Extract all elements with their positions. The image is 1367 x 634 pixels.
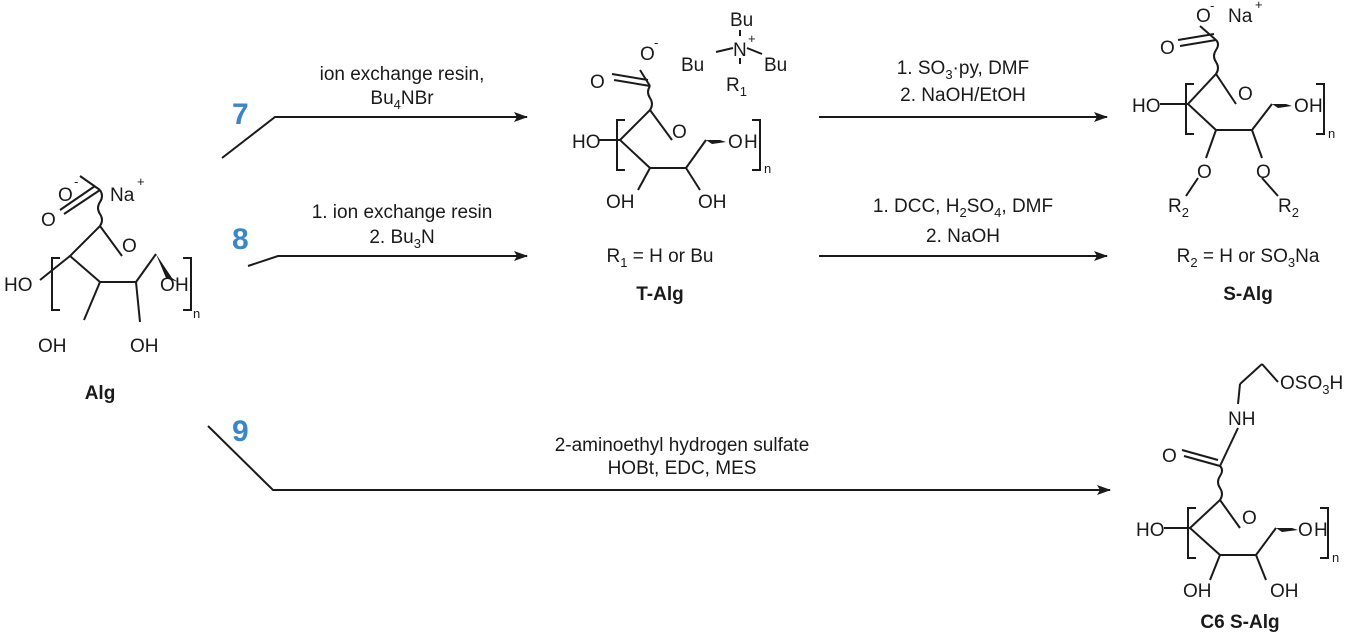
reagent-8-line2: 2. Bu3N: [369, 227, 434, 251]
compound-alg: O O - Na + O HO O H n OH OH Alg: [4, 174, 200, 404]
ammonium-charge-t-alg: +: [748, 31, 756, 46]
ho-left-t-alg: HO: [572, 132, 601, 153]
label-t-alg: T-Alg: [636, 284, 684, 305]
reagent-9-line1: 2-aminoethyl hydrogen sulfate: [555, 435, 810, 456]
o3-s-alg: O: [1197, 162, 1212, 183]
ring-t-alg: [598, 30, 763, 191]
reagent-upper-line2: 2. NaOH/EtOH: [900, 85, 1026, 106]
compound-t-alg: O O - O HO O H n OH OH Bu N + Bu Bu R1 R…: [572, 10, 787, 305]
arrow-9: [207, 425, 1111, 495]
reagent-lower-line1: 1. DCC, H2SO4, DMF: [873, 196, 1053, 220]
anion-charge-t-alg: -: [654, 35, 658, 50]
anion-charge-alg: -: [74, 174, 78, 189]
oh-right-t-alg: OH: [698, 192, 727, 213]
hydrogen-s-alg: H: [1309, 96, 1323, 117]
arrow-8: [247, 251, 528, 267]
butyl-right-t-alg: Bu: [764, 55, 787, 76]
reagent-9-line2: HOBt, EDC, MES: [608, 458, 757, 479]
repeat-index-t-alg: n: [764, 161, 771, 176]
ring-oxygen-s-alg: O: [1238, 84, 1253, 105]
butyl-left-t-alg: Bu: [681, 55, 704, 76]
carbonyl-oxygen-c6-s-alg: O: [1162, 446, 1177, 467]
step-lower: 1. DCC, H2SO4, DMF 2. NaOH: [819, 196, 1108, 261]
butyl-top-t-alg: Bu: [730, 10, 753, 31]
o2-s-alg: O: [1256, 162, 1271, 183]
step-upper: 1. SO3·py, DMF 2. NaOH/EtOH: [819, 58, 1108, 122]
label-alg: Alg: [85, 383, 116, 404]
link-oxygen-t-alg: O: [728, 132, 743, 153]
ring-oxygen-alg: O: [122, 236, 137, 257]
ring-alg: [39, 175, 192, 323]
r2-right-s-alg: R2: [1278, 196, 1299, 220]
cation-s-alg: Na: [1228, 6, 1253, 27]
ring-oxygen-t-alg: O: [672, 122, 687, 143]
carbonyl-oxygen-alg: O: [41, 210, 56, 231]
reagent-7-line2: Bu4NBr: [370, 88, 434, 112]
ho-left-c6-s-alg: HO: [1136, 520, 1165, 541]
link-oxygen-alg: O: [160, 275, 175, 296]
cation-charge-s-alg: +: [1255, 0, 1263, 12]
label-s-alg: S-Alg: [1223, 284, 1273, 305]
route-number-7: 7: [232, 98, 249, 131]
carboxylate-oxygen-s-alg: O: [1196, 6, 1211, 27]
cation-charge-alg: +: [137, 174, 145, 189]
reagent-7-line1: ion exchange resin,: [320, 64, 485, 85]
link-oxygen-c6-s-alg: O: [1298, 520, 1313, 541]
reagent-8-line1: 1. ion exchange resin: [312, 202, 493, 223]
r1-definition: R1 = H or Bu: [606, 246, 713, 270]
cation-alg: Na: [110, 185, 135, 206]
r1-group-t-alg: R1: [726, 75, 747, 99]
carbonyl-oxygen-t-alg: O: [590, 72, 605, 93]
hydrogen-alg: H: [175, 275, 189, 296]
ring-oxygen-c6-s-alg: O: [1242, 508, 1257, 529]
ring-s-alg: [1160, 25, 1325, 197]
carboxylate-oxygen-alg: O: [58, 185, 73, 206]
carboxylate-oxygen-t-alg: O: [640, 44, 655, 65]
route-number-8: 8: [232, 223, 249, 256]
amide-nh-c6-s-alg: NH: [1228, 409, 1255, 430]
route-number-9: 9: [232, 415, 249, 448]
oh-left-c6-s-alg: OH: [1183, 581, 1212, 602]
reagent-upper-line1: 1. SO3·py, DMF: [897, 58, 1030, 82]
link-oxygen-s-alg: O: [1294, 96, 1309, 117]
repeat-index-c6-s-alg: n: [1332, 550, 1339, 565]
anion-charge-s-alg: -: [1210, 0, 1214, 13]
oh-left-alg: OH: [38, 336, 67, 357]
ammonium-n-t-alg: N: [733, 40, 747, 61]
hydrogen-t-alg: H: [744, 132, 758, 153]
carbonyl-oxygen-s-alg: O: [1160, 38, 1175, 59]
ho-left-s-alg: HO: [1132, 96, 1161, 117]
label-c6-s-alg: C6 S-Alg: [1200, 612, 1279, 633]
oh-right-alg: OH: [130, 336, 159, 357]
oh-right-c6-s-alg: OH: [1270, 581, 1299, 602]
route-7: 7 ion exchange resin, Bu4NBr: [221, 64, 528, 159]
sulfate-group-c6-s-alg: OSO3H: [1280, 373, 1343, 397]
compound-s-alg: O O - Na + O HO O H n O O R2 R2 R2 = H o…: [1132, 0, 1335, 305]
r2-definition: R2 = H or SO3Na: [1177, 246, 1320, 270]
reagent-lower-line2: 2. NaOH: [926, 226, 1000, 247]
arrow-7: [221, 112, 528, 159]
oh-left-t-alg: OH: [606, 192, 635, 213]
route-9: 9 2-aminoethyl hydrogen sulfate HOBt, ED…: [207, 415, 1111, 495]
r2-left-s-alg: R2: [1168, 196, 1189, 220]
route-8: 8 1. ion exchange resin 2. Bu3N: [232, 202, 528, 267]
compound-c6-s-alg: O NH OSO3H O HO O H n OH OH C6 S-Alg: [1136, 363, 1343, 633]
repeat-index-s-alg: n: [1328, 126, 1335, 141]
ring-c6-s-alg: [1164, 363, 1329, 581]
repeat-index-alg: n: [193, 306, 200, 321]
ho-left-alg: HO: [4, 275, 33, 296]
hydrogen-c6-s-alg: H: [1314, 520, 1328, 541]
